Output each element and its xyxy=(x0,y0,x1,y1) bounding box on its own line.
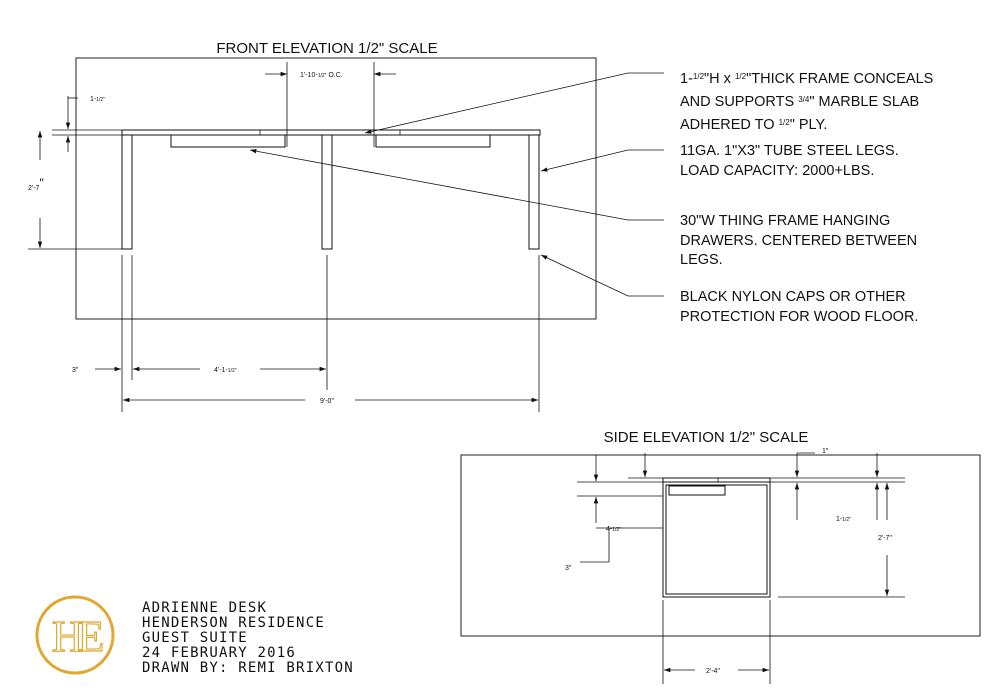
front-leg-right xyxy=(528,134,540,250)
note-legs-line-2: LOAD CAPACITY: 2000+LBS. xyxy=(680,163,874,179)
title-block: HE ADRIENNE DESK HENDERSON RESIDENCE GUE… xyxy=(35,595,354,676)
note-frame-line-2: AND SUPPORTS 3/4" MARBLE SLAB xyxy=(680,94,919,110)
side-drawer xyxy=(668,485,726,496)
side-dim-drawer-a: 4- xyxy=(606,526,613,533)
front-dim-total: 9'-0" xyxy=(320,398,334,405)
front-dim-oc-a: 1'-10- xyxy=(300,72,318,79)
front-dim-top-frac: 1/2" xyxy=(96,97,105,103)
title-block-date: 24 FEBRUARY 2016 xyxy=(142,645,296,661)
side-elevation-title: SIDE ELEVATION 1/2" SCALE xyxy=(604,429,809,446)
side-dim-leg: 3" xyxy=(565,565,572,572)
note-drawers-line-1: 30"W THING FRAME HANGING xyxy=(680,213,890,229)
title-block-client: HENDERSON RESIDENCE xyxy=(142,615,325,631)
side-dim-slab: 1" xyxy=(822,448,829,455)
side-elevation-frame xyxy=(460,454,981,637)
note-caps-line-1: BLACK NYLON CAPS OR OTHER xyxy=(680,289,906,305)
side-leg-frame-inner xyxy=(665,484,768,595)
front-leg-left xyxy=(121,134,133,250)
note-drawers-line-2: DRAWERS. CENTERED BETWEEN xyxy=(680,233,917,249)
front-dim-oc-frac: 1/2" xyxy=(318,73,327,79)
front-dim-bottom: 3" 4'-1-1/2" 9'-0" xyxy=(72,255,540,412)
front-dim-oc: 1'-10-1/2" O.C. xyxy=(265,62,396,147)
side-dim-depth: 2'-4" xyxy=(662,600,771,684)
note-legs-line-1: 11GA. 1"X3" TUBE STEEL LEGS. xyxy=(680,143,899,159)
note-drawers-line-3: LEGS. xyxy=(680,252,723,268)
front-dim-height-a: 2'-7 xyxy=(28,185,40,192)
brand-logo: HE xyxy=(35,595,115,675)
side-dim-frame-frac: 1/2" xyxy=(842,517,851,523)
side-dim-frame-a: 1- xyxy=(836,516,843,523)
front-dim-height-b: " xyxy=(39,176,43,190)
note-frame-line-1: 1-1/2"H x 1/2"THICK FRAME CONCEALS xyxy=(680,71,933,87)
title-block-room: GUEST SUITE xyxy=(142,630,248,646)
front-leg-center xyxy=(321,134,333,250)
front-dim-oc-b: O.C. xyxy=(326,72,342,79)
front-desk-top xyxy=(121,129,541,136)
svg-text:2'-7": 2'-7" xyxy=(28,176,44,192)
side-desk-top xyxy=(662,477,771,483)
side-dims-right: 1" 1-1/2" 2'-7" xyxy=(770,448,905,598)
front-leaders xyxy=(249,72,664,297)
title-block-project: ADRIENNE DESK xyxy=(142,600,267,616)
svg-text:1-1/2": 1-1/2" xyxy=(836,516,851,523)
side-dim-height: 2'-7" xyxy=(878,535,892,542)
notes: 1-1/2"H x 1/2"THICK FRAME CONCEALS AND S… xyxy=(680,71,933,325)
note-frame-line-3: ADHERED TO 1/2" PLY. xyxy=(680,117,827,133)
svg-text:1'-10-1/2" O.C.: 1'-10-1/2" O.C. xyxy=(300,72,343,79)
front-dim-height: 2'-7" xyxy=(28,131,122,250)
side-dims-left: 4-1/2" 3" xyxy=(565,453,663,572)
svg-text:1-1/2": 1-1/2" xyxy=(90,96,105,103)
side-dim-drawer-frac: 1/2" xyxy=(612,527,621,533)
side-dim-depth-text: 2'-4" xyxy=(706,668,720,675)
front-dim-half-a: 4'-1- xyxy=(214,367,228,374)
note-caps-line-2: PROTECTION FOR WOOD FLOOR. xyxy=(680,309,918,325)
side-elevation: SIDE ELEVATION 1/2" SCALE 4-1/2" 3" xyxy=(460,429,981,684)
svg-text:4'-1-1/2": 4'-1-1/2" xyxy=(214,367,237,374)
side-leg-frame-outer xyxy=(662,481,771,598)
front-elevation-frame xyxy=(75,57,597,320)
front-dim-leg-width: 3" xyxy=(72,367,79,374)
front-dim-top-thickness: 1-1/2" xyxy=(52,96,122,152)
front-dim-half-frac: 1/2" xyxy=(228,368,237,374)
title-block-author: DRAWN BY: REMI BRIXTON xyxy=(142,660,354,676)
front-elevation-title: FRONT ELEVATION 1/2" SCALE xyxy=(216,40,437,57)
front-drawer-left xyxy=(170,134,286,148)
front-drawer-right xyxy=(375,134,491,148)
brand-logo-monogram: HE xyxy=(52,612,103,661)
front-elevation: FRONT ELEVATION 1/2" SCALE 1'-10-1/2" O.… xyxy=(28,40,664,412)
svg-text:4-1/2": 4-1/2" xyxy=(606,526,621,533)
front-dim-top-a: 1- xyxy=(90,96,97,103)
